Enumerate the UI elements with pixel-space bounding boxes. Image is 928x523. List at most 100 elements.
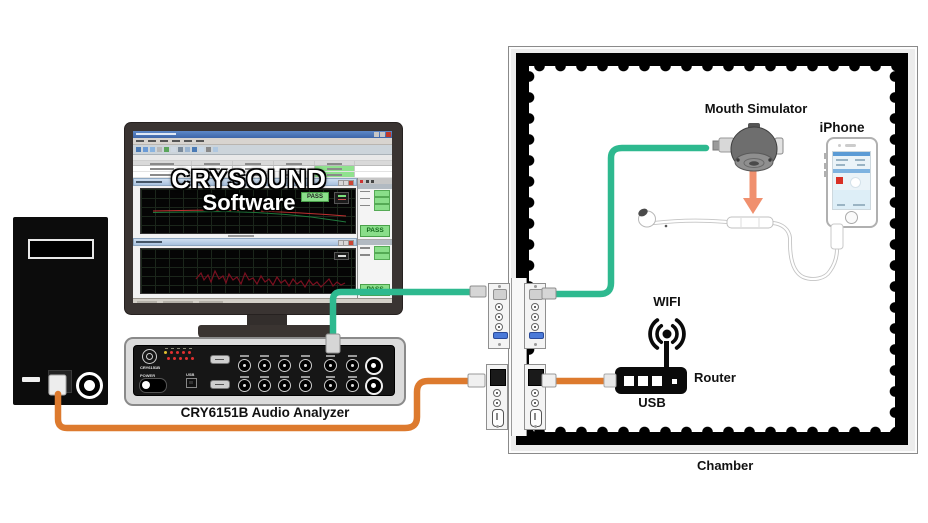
panel-plug-orange-left <box>467 373 486 388</box>
router <box>615 367 687 394</box>
panel-plug-green-right <box>541 287 557 300</box>
power-label: POWER <box>140 373 156 378</box>
monitor-stand-base <box>198 325 335 339</box>
iphone-side-button <box>824 153 827 159</box>
mouth-sim-opening <box>749 161 759 166</box>
usb-label: USB <box>638 395 666 410</box>
green-cable-right <box>550 144 710 298</box>
usb-port <box>186 378 197 388</box>
feedthrough-panel-bottom-right <box>524 364 546 430</box>
iphone-camera <box>838 144 841 147</box>
pass-indicator-1: PASS <box>360 225 390 238</box>
software-screen: PASS <box>133 131 392 303</box>
earphone-cable-outline <box>652 218 839 281</box>
jack-signal3 <box>346 379 359 392</box>
earphone-cable <box>652 219 839 281</box>
audio-analyzer: CRY6151B POWER USB <box>124 337 406 406</box>
sidebar-section-2: PASS <box>358 240 392 298</box>
status-led <box>164 351 167 354</box>
foam-scallop-right <box>886 66 895 432</box>
iphone-earpiece <box>845 144 856 147</box>
iphone <box>824 137 878 228</box>
tower-power-button <box>76 372 103 399</box>
router-port <box>624 376 634 386</box>
wifi-signal-icon <box>648 318 686 350</box>
foam-scallop-bottom <box>529 423 895 432</box>
headphone-jack-2 <box>365 377 383 395</box>
headphone-jack-1 <box>365 357 383 375</box>
software-menubar <box>133 138 392 145</box>
router-label: Router <box>694 370 736 385</box>
power-switch <box>139 378 167 393</box>
panel-cable-connector <box>493 289 507 300</box>
chart-panel-2 <box>133 238 358 301</box>
dsub-connector-1 <box>210 355 230 364</box>
result-table <box>133 161 392 178</box>
software-filter-row <box>133 155 392 161</box>
analyzer-plug <box>325 333 341 354</box>
table-row <box>133 172 392 178</box>
chart2-readout <box>334 252 349 260</box>
frequency-response-chart: PASS <box>140 188 356 234</box>
feedthrough-panel-bottom-left <box>486 364 508 430</box>
jack-linein <box>299 359 312 372</box>
router-plug <box>603 373 617 388</box>
iphone-home-button <box>845 211 858 224</box>
orange-usb-cable-left <box>54 377 476 432</box>
feedthrough-panel-top-left <box>488 283 510 349</box>
mouth-simulator-label: Mouth Simulator <box>704 101 808 116</box>
software-name-overlay: CRYSOUND Software <box>171 164 327 215</box>
jack-mic3 <box>238 379 251 392</box>
table-row <box>133 166 392 173</box>
dsub-vertical-connector <box>492 409 504 427</box>
mouth-sim-ring <box>743 158 765 168</box>
router-antenna <box>664 341 669 369</box>
jack-signal2 <box>324 379 337 392</box>
mouth-simulator <box>712 123 784 172</box>
jack-mic1 <box>238 359 251 372</box>
router-port <box>652 376 662 386</box>
usb-port-label: USB <box>186 372 195 377</box>
software-toolbar <box>133 145 392 155</box>
minimize-button <box>374 132 379 137</box>
dsub-connector-2 <box>210 380 230 389</box>
chart1-legend <box>334 192 349 204</box>
jack-mic4 <box>258 379 271 392</box>
software-statusbar <box>133 298 392 303</box>
chart1-curves <box>152 209 347 223</box>
router-port <box>638 376 648 386</box>
sidebar-section-1: PASS <box>358 183 392 241</box>
vga-connector <box>492 332 508 339</box>
optical-drive-slot <box>28 239 94 259</box>
iphone-screen <box>832 151 871 210</box>
chart2-waveform <box>195 269 346 289</box>
cry-logo <box>142 349 157 364</box>
router-led <box>672 379 677 384</box>
analyzer-front-panel: CRY6151B POWER USB <box>133 345 395 396</box>
foam-scallop-top <box>529 66 895 75</box>
jack-micline2 <box>324 359 337 372</box>
vga-connector <box>528 332 544 339</box>
jack-out2 <box>278 379 291 392</box>
jack-lineout <box>299 379 312 392</box>
rj45-jack <box>490 369 506 386</box>
panel-plug-orange-right <box>541 373 557 388</box>
analyzer-label: CRY6151B Audio Analyzer <box>180 405 350 420</box>
maximize-button <box>380 132 385 137</box>
panel-plug-green-left <box>469 285 487 298</box>
iphone-volume-down <box>824 171 827 177</box>
result-sidebar: PASS PASS <box>357 178 392 298</box>
chart-panel-1: PASS <box>133 178 358 238</box>
foam-scallop-left <box>529 66 538 432</box>
jack-mic2 <box>258 359 271 372</box>
jack-out1 <box>278 359 291 372</box>
close-button <box>386 132 391 137</box>
lightning-plug <box>830 223 844 250</box>
chamber-label: Chamber <box>697 458 754 473</box>
green-cable-left <box>329 288 478 350</box>
iphone-app-icon <box>836 177 843 184</box>
wifi-label: WIFI <box>653 294 681 309</box>
iphone-label: iPhone <box>819 120 865 135</box>
